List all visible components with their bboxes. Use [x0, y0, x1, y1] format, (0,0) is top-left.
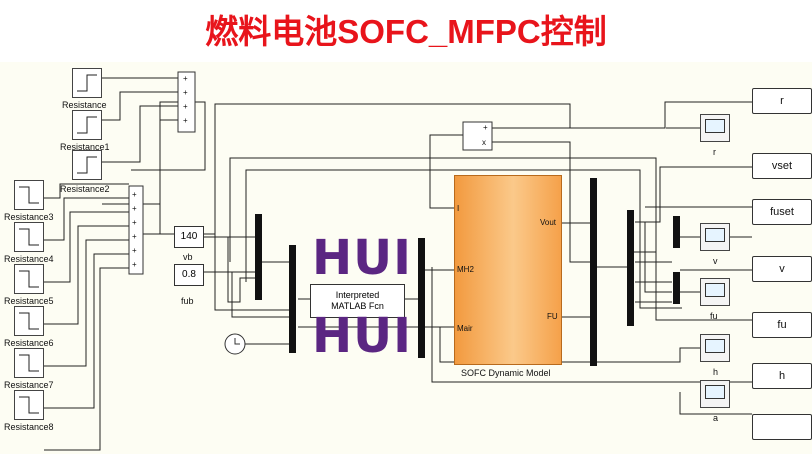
- step-label: Resistance8: [4, 422, 54, 432]
- outport-vset[interactable]: vset: [752, 153, 812, 179]
- scope-label: fu: [710, 311, 718, 321]
- step-block[interactable]: [72, 150, 102, 180]
- sum-port-sign: +: [183, 116, 188, 125]
- constant-fub-label: fub: [181, 296, 194, 306]
- mux-bar[interactable]: [590, 178, 597, 366]
- step-label: Resistance7: [4, 380, 54, 390]
- step-label: Resistance2: [60, 184, 110, 194]
- step-label: Resistance6: [4, 338, 54, 348]
- scope-label: a: [713, 413, 719, 423]
- scope-block[interactable]: [700, 380, 730, 408]
- scope-label: h: [713, 367, 719, 377]
- step-block[interactable]: [14, 222, 44, 252]
- sofc-in-port-mair: Mair: [457, 324, 473, 333]
- mux-bar[interactable]: [673, 216, 680, 248]
- watermark-text: HUI: [312, 308, 413, 364]
- constant-vb-label: vb: [183, 252, 193, 262]
- sofc-model-label: SOFC Dynamic Model: [461, 368, 551, 378]
- product-op: x: [482, 138, 486, 147]
- scope-label: v: [713, 256, 718, 266]
- outport-extra[interactable]: [752, 414, 812, 440]
- fcn-line2: MATLAB Fcn: [331, 301, 384, 311]
- scope-block[interactable]: [700, 278, 730, 306]
- sum-port-sign: +: [183, 74, 188, 83]
- mux-bar[interactable]: [289, 245, 296, 353]
- sum-port-sign: +: [132, 190, 137, 199]
- step-block[interactable]: [14, 180, 44, 210]
- outport-fuset[interactable]: fuset: [752, 199, 812, 225]
- signal-lines: [44, 71, 752, 451]
- step-label: Resistance3: [4, 212, 54, 222]
- step-label: Resistance: [62, 100, 107, 110]
- constant-fub[interactable]: 0.8: [174, 264, 204, 286]
- step-block[interactable]: [14, 390, 44, 420]
- scope-label: r: [713, 147, 716, 157]
- step-label: Resistance5: [4, 296, 54, 306]
- mux-bar[interactable]: [673, 272, 680, 304]
- step-label: Resistance4: [4, 254, 54, 264]
- sofc-dynamic-model-block[interactable]: [454, 175, 562, 365]
- sum-port-sign: +: [132, 232, 137, 241]
- sum-port-sign: +: [132, 260, 137, 269]
- outport-h[interactable]: h: [752, 363, 812, 389]
- scope-block[interactable]: [700, 114, 730, 142]
- mux-bar[interactable]: [255, 214, 262, 300]
- step-block[interactable]: [14, 264, 44, 294]
- watermark-text: HUI: [312, 230, 413, 286]
- step-block[interactable]: [72, 68, 102, 98]
- outport-v[interactable]: v: [752, 256, 812, 282]
- step-block[interactable]: [14, 348, 44, 378]
- sofc-out-port-fu: FU: [547, 312, 558, 321]
- sum-port-sign: +: [132, 218, 137, 227]
- outport-r[interactable]: r: [752, 88, 812, 114]
- sofc-out-port-vout: Vout: [540, 218, 557, 227]
- interpreted-matlab-fcn-block[interactable]: Interpreted MATLAB Fcn: [310, 284, 405, 318]
- scope-block[interactable]: [700, 223, 730, 251]
- sofc-in-port-mh2: MH2: [457, 265, 474, 274]
- product-op: +: [483, 123, 488, 132]
- step-block[interactable]: [14, 306, 44, 336]
- sofc-in-port-i: I: [457, 204, 460, 213]
- step-block[interactable]: [72, 110, 102, 140]
- diagram-title: 燃料电池SOFC_MFPC控制: [0, 0, 812, 60]
- step-label: Resistance1: [60, 142, 110, 152]
- sum-port-sign: +: [183, 102, 188, 111]
- outport-fu[interactable]: fu: [752, 312, 812, 338]
- scope-block[interactable]: [700, 334, 730, 362]
- sum-port-sign: +: [132, 246, 137, 255]
- constant-vb[interactable]: 140: [174, 226, 204, 248]
- sum-port-sign: +: [132, 204, 137, 213]
- sum-port-sign: +: [183, 88, 188, 97]
- mux-bar[interactable]: [418, 238, 425, 358]
- mux-bar[interactable]: [627, 210, 634, 326]
- simulink-canvas[interactable]: Resistance Resistance1 Resistance2 Resis…: [0, 62, 812, 454]
- fcn-line1: Interpreted: [335, 290, 380, 300]
